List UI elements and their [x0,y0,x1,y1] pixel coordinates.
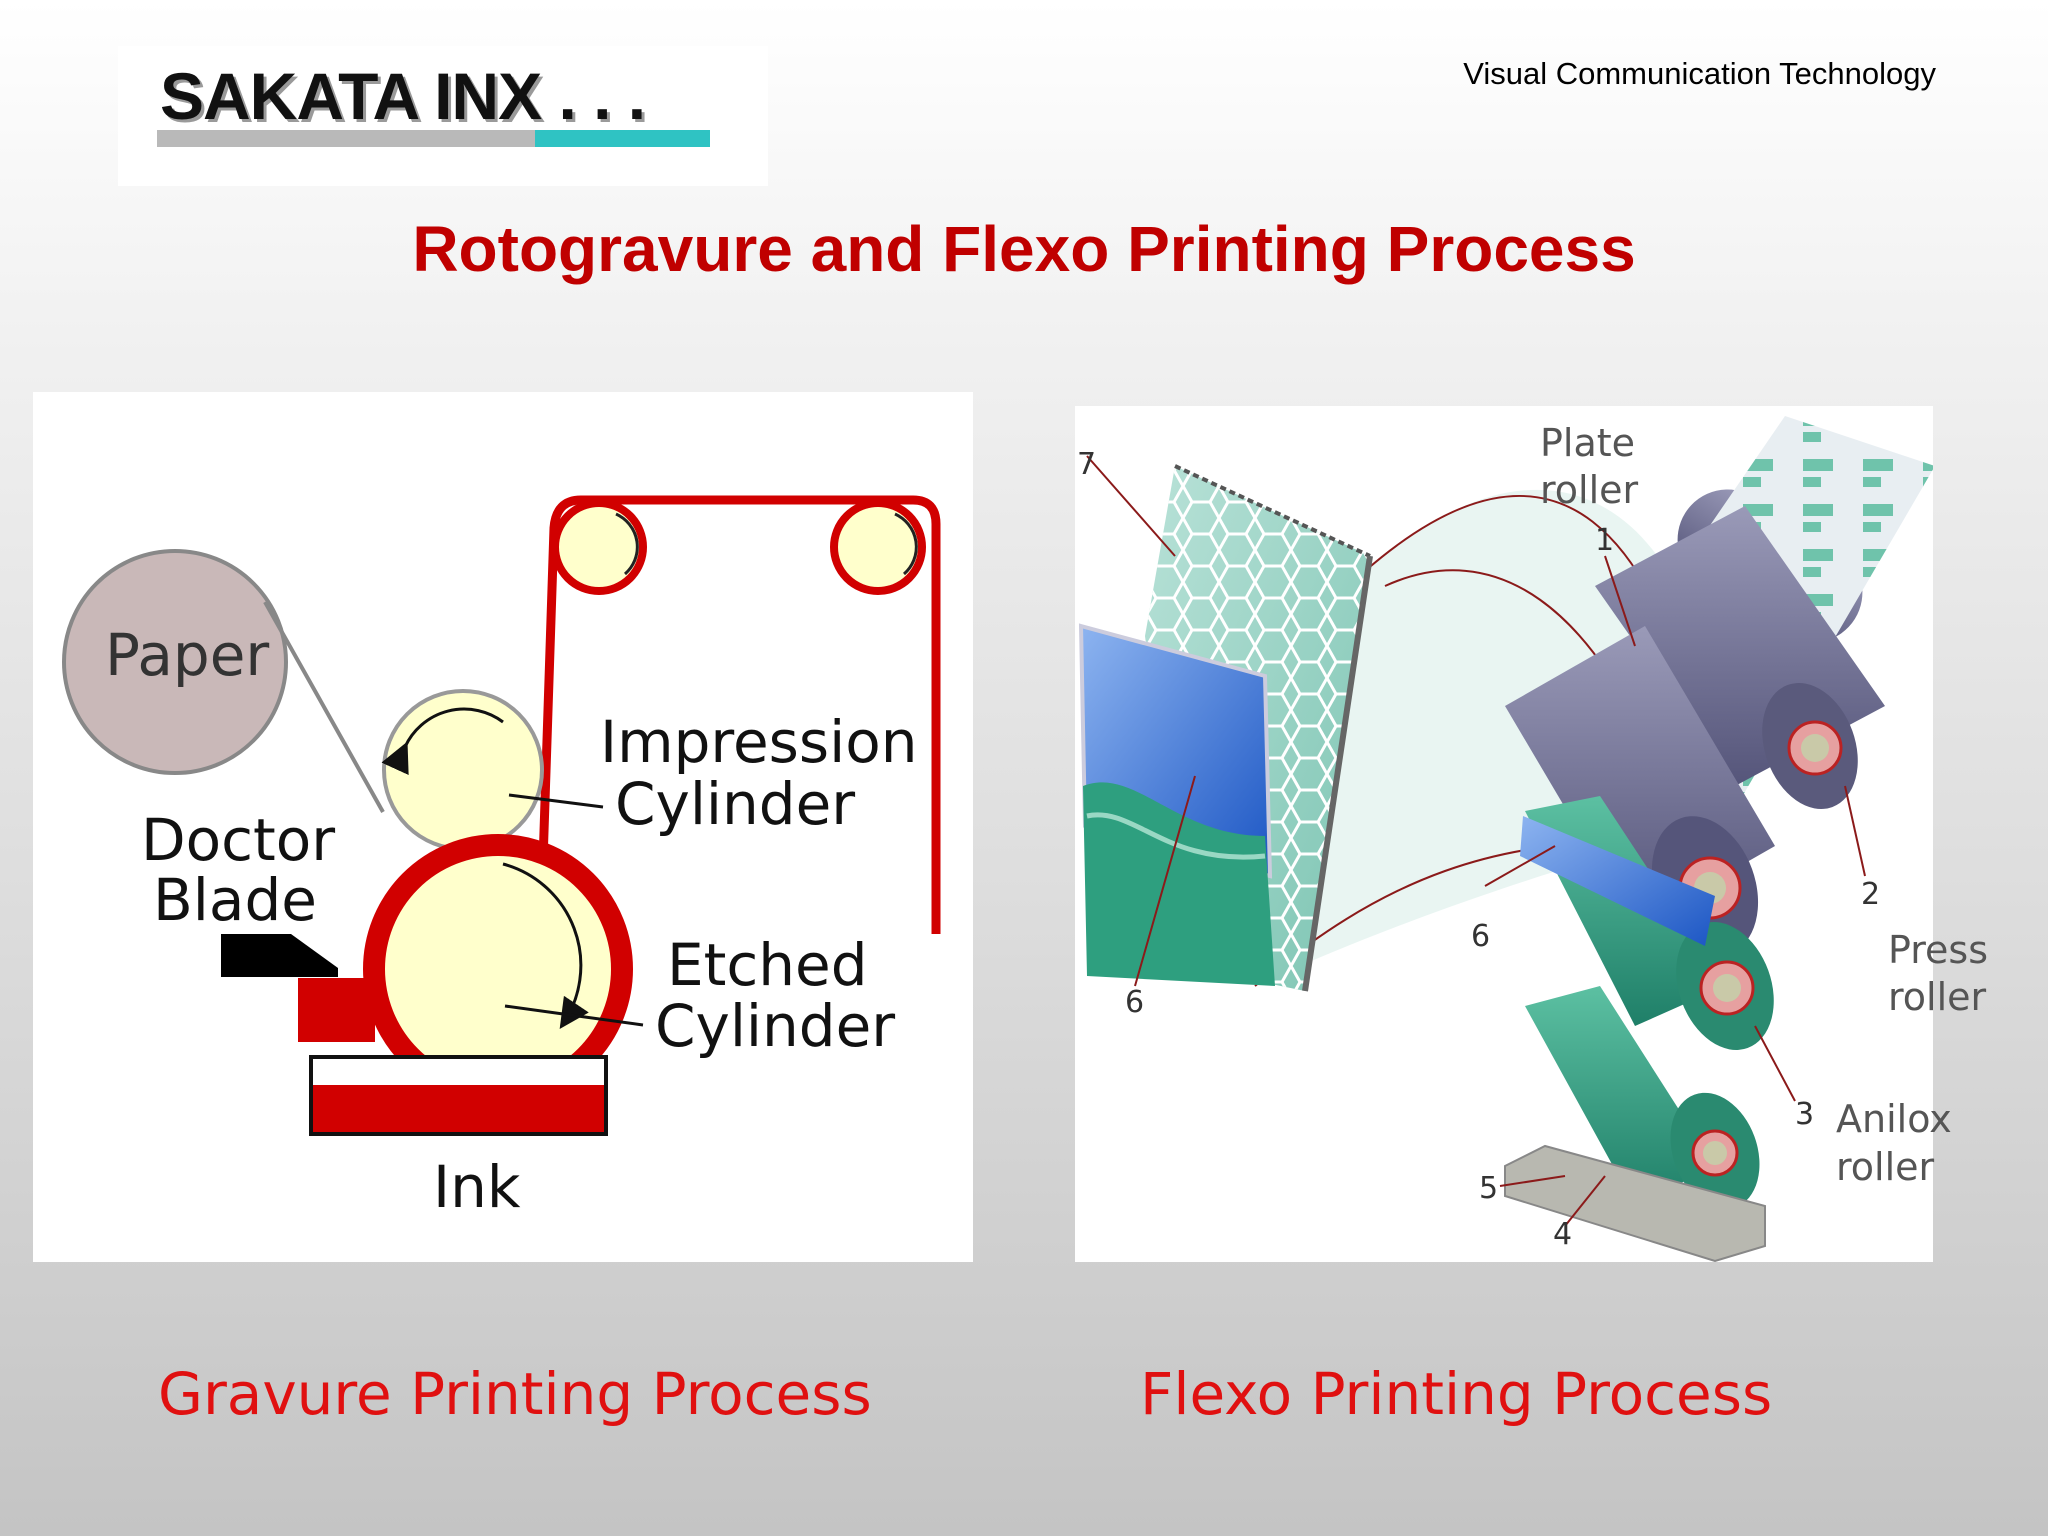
etched-leader [504,1004,644,1027]
anilox-roller-label-line2: roller [1836,1145,1935,1189]
press-roller-label-line2: roller [1888,975,1987,1019]
callout-1: 1 [1595,523,1614,558]
etched-label-line2: Cylinder [655,992,895,1060]
paper-roll [62,549,288,775]
doctor-blade [221,934,338,977]
gravure-caption: Gravure Printing Process [158,1360,872,1428]
anilox-roller-label-line1: Anilox [1836,1097,1952,1141]
impression-label-line1: Impression [600,708,917,776]
page-title: Rotogravure and Flexo Printing Process [412,213,1636,285]
callout-6-right: 6 [1471,919,1490,954]
fountain-roller [1525,986,1760,1210]
zoom-fan [1255,489,1715,986]
flexo-diagram: 7 6 6 1 2 3 4 5 [1075,406,1933,1262]
etched-cylinder [363,834,633,1104]
logo-bar-teal [535,130,710,147]
paper-label: Paper [105,621,269,689]
doctor-blade-label-line2: Blade [153,866,317,934]
guide-roller-left [551,499,647,595]
plate-roller-label-line2: roller [1540,468,1639,512]
impression-label-line2: Cylinder [615,770,855,838]
callout-6-left: 6 [1125,985,1144,1020]
logo-panel [118,46,768,186]
callout-7: 7 [1077,447,1096,482]
flexo-caption: Flexo Printing Process [1140,1360,1773,1428]
web-path [538,495,941,934]
company-logo: SAKATA INX . . . [160,59,646,133]
plate-roller [1505,626,1775,956]
callout-5: 5 [1479,1171,1498,1206]
logo-bar-grey [157,130,537,147]
ink-label: Ink [433,1153,521,1221]
impression-leader [508,793,604,809]
ink-trough [309,1055,608,1136]
tagline: Visual Communication Technology [1463,56,1936,91]
doctor-blade-label-line1: Doctor [141,806,335,874]
press-roller-label-line1: Press [1888,928,1988,972]
callout-2: 2 [1861,877,1880,912]
impression-cylinder [381,689,544,851]
press-roller [1595,506,1885,809]
etched-label-line1: Etched [667,931,868,999]
ink-pan [1504,1144,1766,1262]
plate-roller-label-line1: Plate [1540,421,1635,465]
callout-3: 3 [1795,1097,1814,1132]
anilox-roller [1520,796,1774,1050]
doctor-blade-detail [1078,623,1275,986]
cylinder-frame [298,978,375,1042]
guide-roller-right [830,499,926,595]
callout-4: 4 [1553,1217,1572,1252]
paper-feed-line [263,601,385,813]
gravure-diagram: Paper Impression Cylinder Doctor Blade E… [33,392,973,1262]
